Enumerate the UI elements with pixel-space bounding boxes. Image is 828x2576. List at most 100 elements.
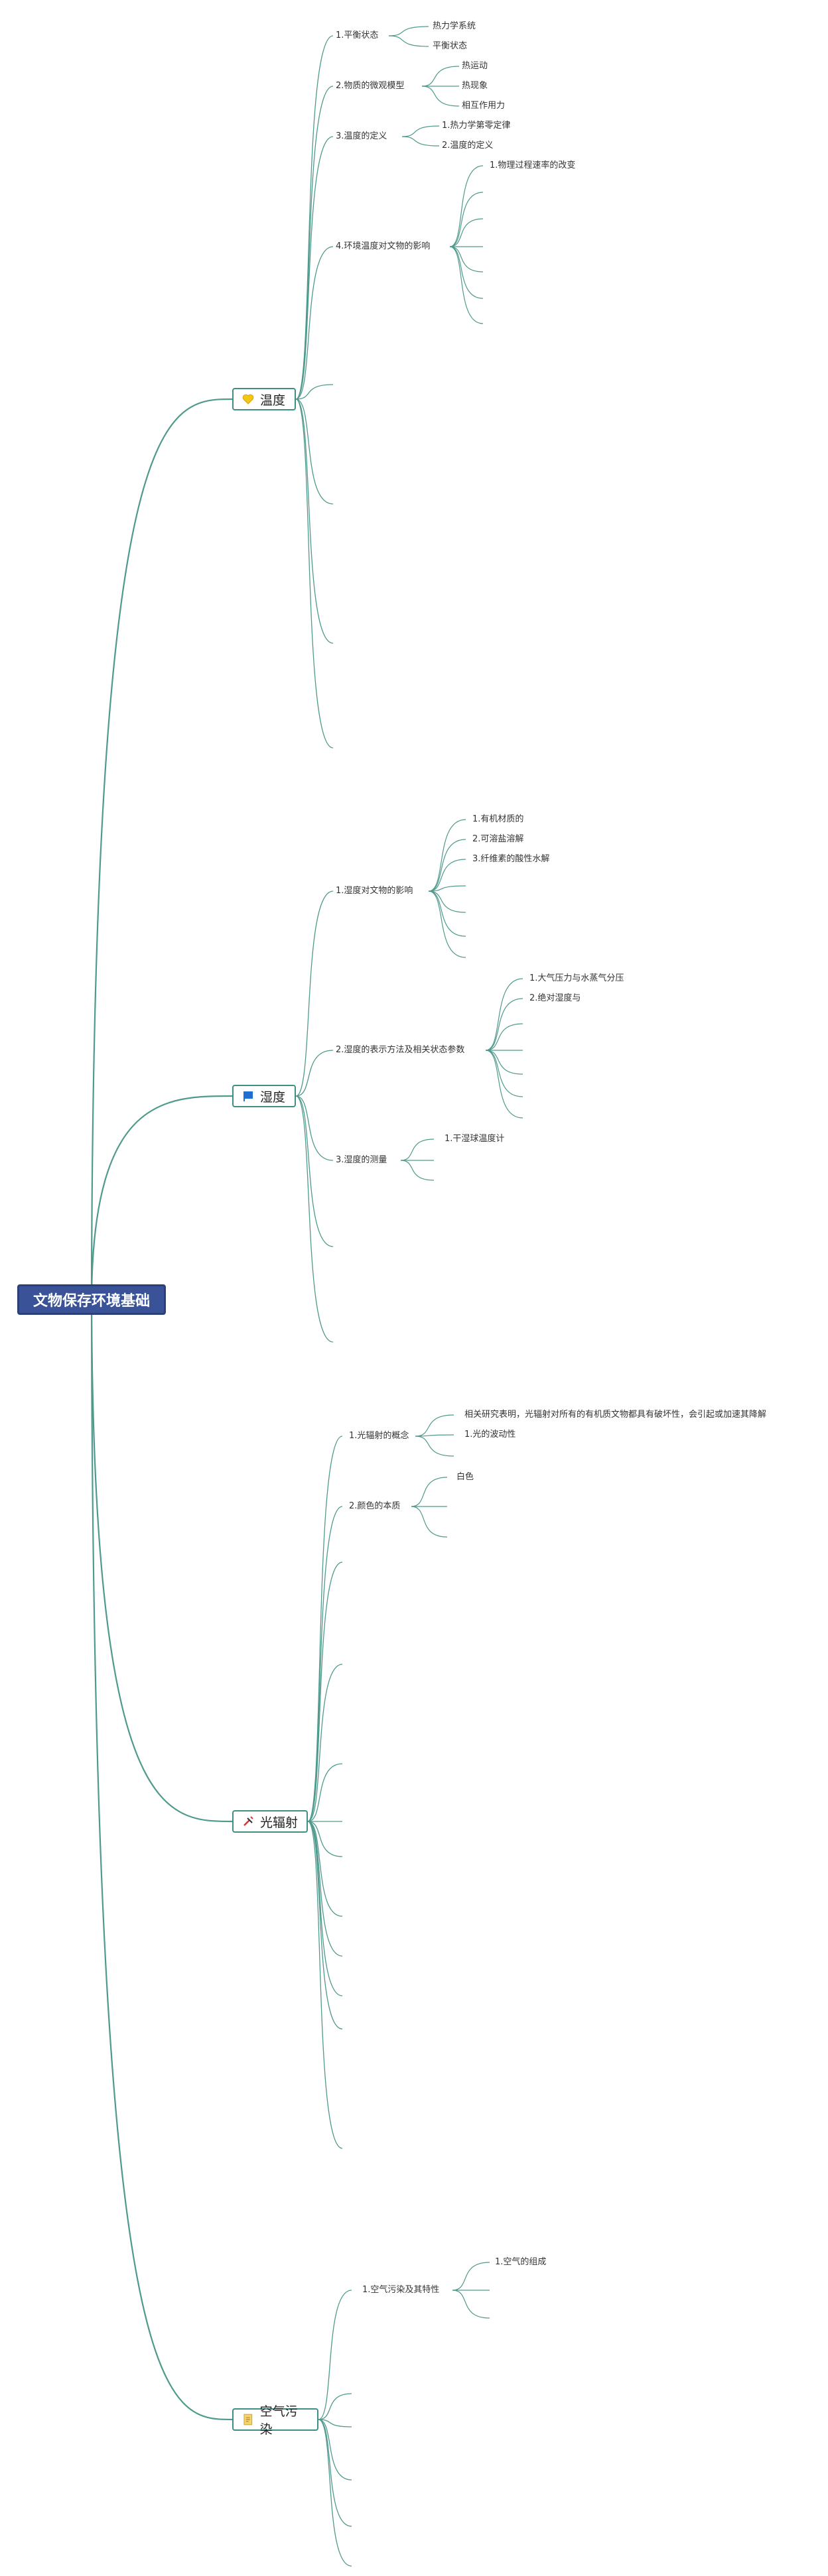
connector-line xyxy=(295,136,334,400)
root-topic[interactable]: 文物保存环境基础 xyxy=(17,1284,166,1315)
connector-line xyxy=(485,978,523,1051)
connector-line xyxy=(452,2262,490,2291)
topic-label: 光辐射 xyxy=(260,1815,299,1830)
topic-label: 温度 xyxy=(260,393,286,408)
leaf-node[interactable]: 2.可溶盐溶解 xyxy=(472,834,524,844)
connector-line xyxy=(318,2419,352,2427)
topic-light-radiation[interactable]: 光辐射 xyxy=(232,1810,308,1833)
connector-line xyxy=(449,246,484,324)
connector-line xyxy=(318,2419,352,2567)
connector-line xyxy=(295,399,334,644)
subtopic[interactable]: 1.湿度对文物的影响 xyxy=(336,886,413,896)
connector-line xyxy=(485,1023,523,1051)
connector-line xyxy=(485,1050,523,1075)
leaf-node[interactable]: 平衡状态 xyxy=(433,41,468,51)
leaf-node[interactable]: 2.绝对湿度与 xyxy=(529,993,581,1003)
connector-line xyxy=(307,1821,343,1957)
connector-line xyxy=(401,125,440,137)
connector-line xyxy=(90,1298,233,2421)
topic-air-pollution[interactable]: 空气污染 xyxy=(232,2404,318,2437)
leaf-node[interactable]: 热运动 xyxy=(462,61,488,71)
leaf-node[interactable]: 1.物理过程速率的改变 xyxy=(490,160,576,170)
connector-line xyxy=(295,1095,334,1161)
heart-icon xyxy=(242,394,254,404)
connector-line xyxy=(318,2393,352,2420)
connector-line xyxy=(388,26,429,36)
connector-line xyxy=(428,859,466,892)
leaf-node[interactable]: 白色 xyxy=(456,1472,474,1482)
connector-line xyxy=(415,1436,454,1457)
flag-icon xyxy=(243,1091,253,1101)
connector-line xyxy=(428,890,466,937)
connector-line xyxy=(449,192,484,247)
connector-line xyxy=(388,35,429,47)
connector-line xyxy=(428,885,466,892)
connector-line xyxy=(307,1821,343,1996)
connector-line xyxy=(428,890,466,913)
connector-line xyxy=(307,1821,343,1857)
connector-line xyxy=(449,218,484,247)
leaf-node[interactable]: 1.有机材质的 xyxy=(472,814,524,824)
leaf-node[interactable]: 1.干湿球温度计 xyxy=(445,1134,505,1144)
connector-line xyxy=(307,1562,343,1822)
tools-icon xyxy=(243,1816,253,1826)
connector-line xyxy=(421,66,460,87)
subtopic[interactable]: 2.物质的微观模型 xyxy=(336,81,405,91)
connector-line xyxy=(318,2290,352,2420)
connector-line xyxy=(295,246,334,400)
connector-line xyxy=(295,1050,334,1097)
connector-line xyxy=(415,1414,454,1437)
connector-line xyxy=(428,890,466,958)
connector-line xyxy=(307,1821,343,2030)
connector-line xyxy=(307,1436,343,1822)
connector-line xyxy=(90,398,233,1299)
leaf-node[interactable]: 热现象 xyxy=(462,81,488,91)
connector-line xyxy=(295,384,334,400)
connector-line xyxy=(485,1050,523,1119)
subtopic[interactable]: 1.光辐射的概念 xyxy=(349,1431,409,1441)
connector-line xyxy=(318,2419,352,2481)
connector-line xyxy=(428,839,466,892)
leaf-node[interactable]: 3.纤维素的酸性水解 xyxy=(472,854,550,864)
connector-line xyxy=(401,136,440,147)
leaf-node[interactable]: 1.空气的组成 xyxy=(495,2257,547,2267)
subtopic[interactable]: 3.湿度的测量 xyxy=(336,1155,387,1165)
subtopic[interactable]: 1.空气污染及其特性 xyxy=(362,2285,440,2295)
connector-line xyxy=(411,1477,448,1507)
subtopic[interactable]: 3.温度的定义 xyxy=(336,131,387,141)
connector-line xyxy=(90,1095,233,1299)
subtopic[interactable]: 4.环境温度对文物的影响 xyxy=(336,241,431,251)
subtopic[interactable]: 1.平衡状态 xyxy=(336,31,379,40)
connector-line xyxy=(428,819,466,892)
leaf-node[interactable]: 1.大气压力与水蒸气分压 xyxy=(529,973,624,983)
connector-line xyxy=(307,1821,343,2149)
subtopic[interactable]: 2.颜色的本质 xyxy=(349,1501,401,1511)
leaf-node[interactable]: 相关研究表明，光辐射对所有的有机质文物都具有破坏性，会引起或加速其降解 xyxy=(464,1410,767,1420)
topic-label: 湿度 xyxy=(260,1089,286,1105)
subtopic[interactable]: 2.湿度的表示方法及相关状态参数 xyxy=(336,1045,465,1055)
connector-line xyxy=(295,1095,334,1343)
connector-line xyxy=(400,1138,435,1161)
connector-line xyxy=(307,1506,343,1822)
connector-line xyxy=(411,1506,448,1538)
connector-line xyxy=(421,86,460,107)
connector-line xyxy=(295,399,334,505)
connector-line xyxy=(415,1434,454,1437)
document-icon xyxy=(243,2414,253,2425)
connector-line xyxy=(449,246,484,273)
topic-label: 空气污染 xyxy=(259,2404,298,2437)
topic-temperature[interactable]: 温度 xyxy=(232,388,296,410)
connector-line xyxy=(295,890,334,1097)
leaf-node[interactable]: 1.热力学第零定律 xyxy=(442,121,511,131)
connector-line xyxy=(307,1664,343,1822)
connector-line xyxy=(295,399,334,749)
leaf-node[interactable]: 1.光的波动性 xyxy=(464,1430,516,1440)
topic-humidity[interactable]: 湿度 xyxy=(232,1085,296,1107)
connector-line xyxy=(90,1298,233,1823)
connector-line xyxy=(295,86,334,400)
leaf-node[interactable]: 热力学系统 xyxy=(433,21,476,31)
connector-line xyxy=(295,35,334,400)
leaf-node[interactable]: 相互作用力 xyxy=(462,101,506,111)
leaf-node[interactable]: 2.温度的定义 xyxy=(442,141,494,151)
